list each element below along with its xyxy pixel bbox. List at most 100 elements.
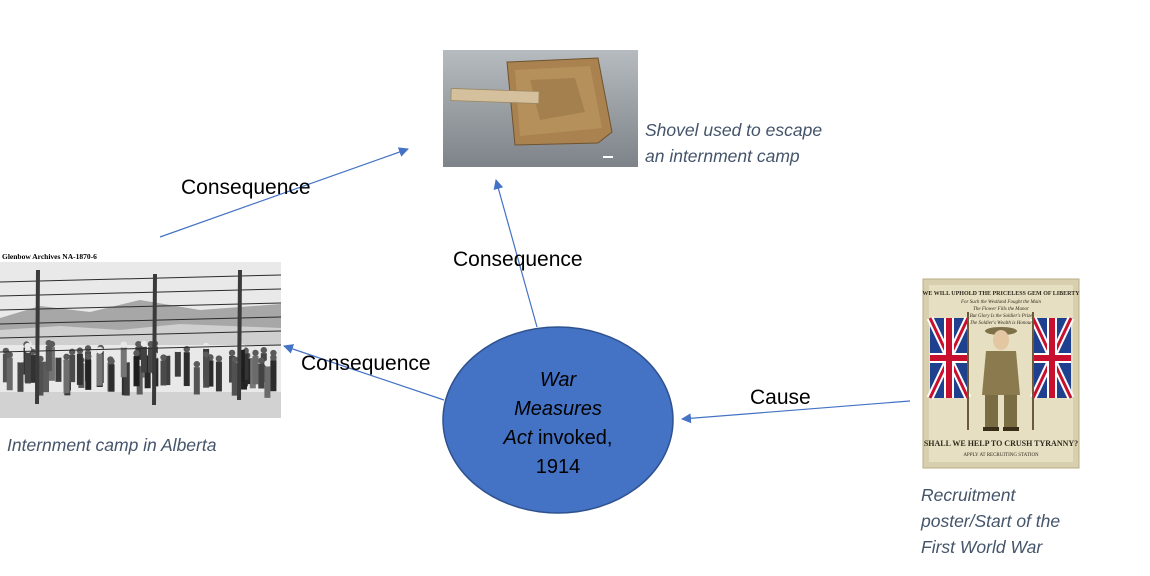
camp-person	[238, 349, 245, 383]
camp-person-head	[135, 340, 142, 348]
camp-archive-label: Glenbow Archives NA-1870-6	[2, 252, 97, 261]
camp-person	[25, 352, 32, 384]
camp-person-head	[160, 354, 167, 361]
central-node-text: War Measures Act invoked, 1914	[444, 366, 672, 482]
edge-label-camp-to-shovel: Consequence	[181, 176, 311, 199]
poster-headline-4: But Glory Is the Soldier's Prize	[970, 314, 1033, 319]
camp-person-head	[45, 339, 52, 347]
arrow-center-to-camp	[283, 344, 445, 401]
camp-person	[37, 361, 44, 396]
poster-headline-2: For Such the Westland Fought the Main	[960, 300, 1042, 305]
poster-caption-line2: poster/Start of the	[921, 511, 1061, 531]
camp-person	[85, 359, 92, 390]
camp-person	[108, 364, 115, 392]
camp-person-head	[174, 345, 182, 353]
camp-person	[55, 357, 62, 382]
camp-person	[48, 347, 55, 381]
camp-person	[264, 366, 271, 398]
arrow-poster-to-center	[681, 400, 911, 424]
camp-person-head	[140, 340, 148, 347]
camp-person	[29, 354, 36, 383]
camp-person-head	[252, 349, 259, 357]
camp-person-head	[76, 347, 84, 354]
arrow-camp-to-shovel	[159, 147, 409, 238]
camp-person	[147, 347, 154, 373]
camp-person	[140, 346, 147, 373]
camp-person	[160, 360, 167, 386]
central-node-line3-italic: Act	[503, 427, 533, 449]
camp-person-head	[108, 358, 115, 365]
camp-person	[174, 351, 181, 377]
central-node-line3-rest: invoked,	[532, 427, 613, 449]
camp-person	[63, 359, 70, 394]
camp-person-head	[68, 348, 76, 356]
camp-person-head	[270, 349, 277, 357]
poster-slogan: SHALL WE HELP TO CRUSH TYRANNY?	[924, 439, 1078, 448]
camp-person-head	[270, 354, 277, 361]
camp-person	[252, 355, 259, 385]
central-node-line1: War	[539, 369, 577, 391]
poster-caption-line1: Recruitment	[921, 485, 1016, 505]
camp-person-head	[6, 351, 13, 359]
poster-footer: APPLY AT RECRUITING STATION	[963, 453, 1039, 458]
camp-person	[258, 363, 265, 389]
poster-caption: Recruitment poster/Start of the First Wo…	[921, 482, 1060, 560]
union-flag-right	[1029, 312, 1075, 430]
camp-person-head	[231, 356, 238, 363]
camp-person-head	[63, 353, 70, 361]
camp-person-head	[96, 347, 103, 354]
camp-person	[45, 346, 52, 371]
camp-person	[120, 347, 127, 378]
shovel-caption: Shovel used to escape an internment camp	[645, 117, 822, 169]
camp-person-head	[133, 349, 140, 357]
camp-person	[231, 362, 238, 396]
edge-label-poster-to-center: Cause	[750, 386, 811, 409]
camp-person	[76, 353, 83, 385]
camp-person	[215, 361, 222, 392]
camp-person	[193, 367, 200, 395]
camp-person	[183, 352, 190, 387]
central-node	[442, 326, 674, 514]
camp-person	[2, 353, 9, 383]
camp-person	[203, 357, 210, 388]
camp-person-head	[17, 356, 24, 363]
camp-person-head	[228, 349, 236, 357]
camp-person-head	[164, 349, 171, 356]
camp-person-head	[202, 351, 210, 358]
camp-person-head	[24, 346, 32, 353]
shovel-caption-line1: Shovel used to escape	[645, 120, 823, 140]
camp-person	[136, 365, 143, 395]
camp-person	[242, 353, 249, 381]
camp-photo	[0, 262, 282, 418]
edge-label-center-to-shovel: Consequence	[453, 248, 583, 271]
camp-person-head	[85, 353, 92, 360]
camp-person	[164, 355, 171, 386]
camp-person-head	[258, 357, 265, 364]
soldier-figure	[982, 327, 1020, 431]
arrow-center-to-shovel	[493, 179, 538, 328]
camp-person-head	[84, 345, 92, 352]
edge-label-center-to-camp: Consequence	[301, 352, 431, 375]
camp-person-head	[55, 351, 62, 358]
camp-person	[69, 354, 76, 383]
camp-person-head	[193, 360, 201, 368]
poster-headline-1: WE WILL UPHOLD THE PRICELESS GEM OF LIBE…	[922, 291, 1080, 297]
camp-person	[43, 361, 50, 393]
shovel-caption-line2: an internment camp	[645, 146, 800, 166]
shovel-photo	[443, 50, 638, 167]
poster-headline-3: The Flower Fills the Manor	[973, 307, 1029, 312]
camp-person-head	[260, 346, 268, 354]
central-node-line2: Measures	[514, 398, 602, 420]
camp-person-head	[202, 342, 210, 350]
camp-person	[17, 362, 24, 392]
poster-headline-5: The Soldier's Wealth is Honour	[970, 321, 1033, 326]
camp-person-head	[264, 360, 271, 367]
camp-person	[270, 360, 277, 392]
camp-person	[207, 360, 214, 387]
camp-person	[123, 362, 130, 396]
poster-photo: WE WILL UPHOLD THE PRICELESS GEM OF LIBE…	[922, 278, 1080, 469]
central-node-line4: 1914	[535, 456, 581, 478]
camp-caption: Internment camp in Alberta	[7, 435, 217, 455]
camp-person	[144, 355, 151, 389]
